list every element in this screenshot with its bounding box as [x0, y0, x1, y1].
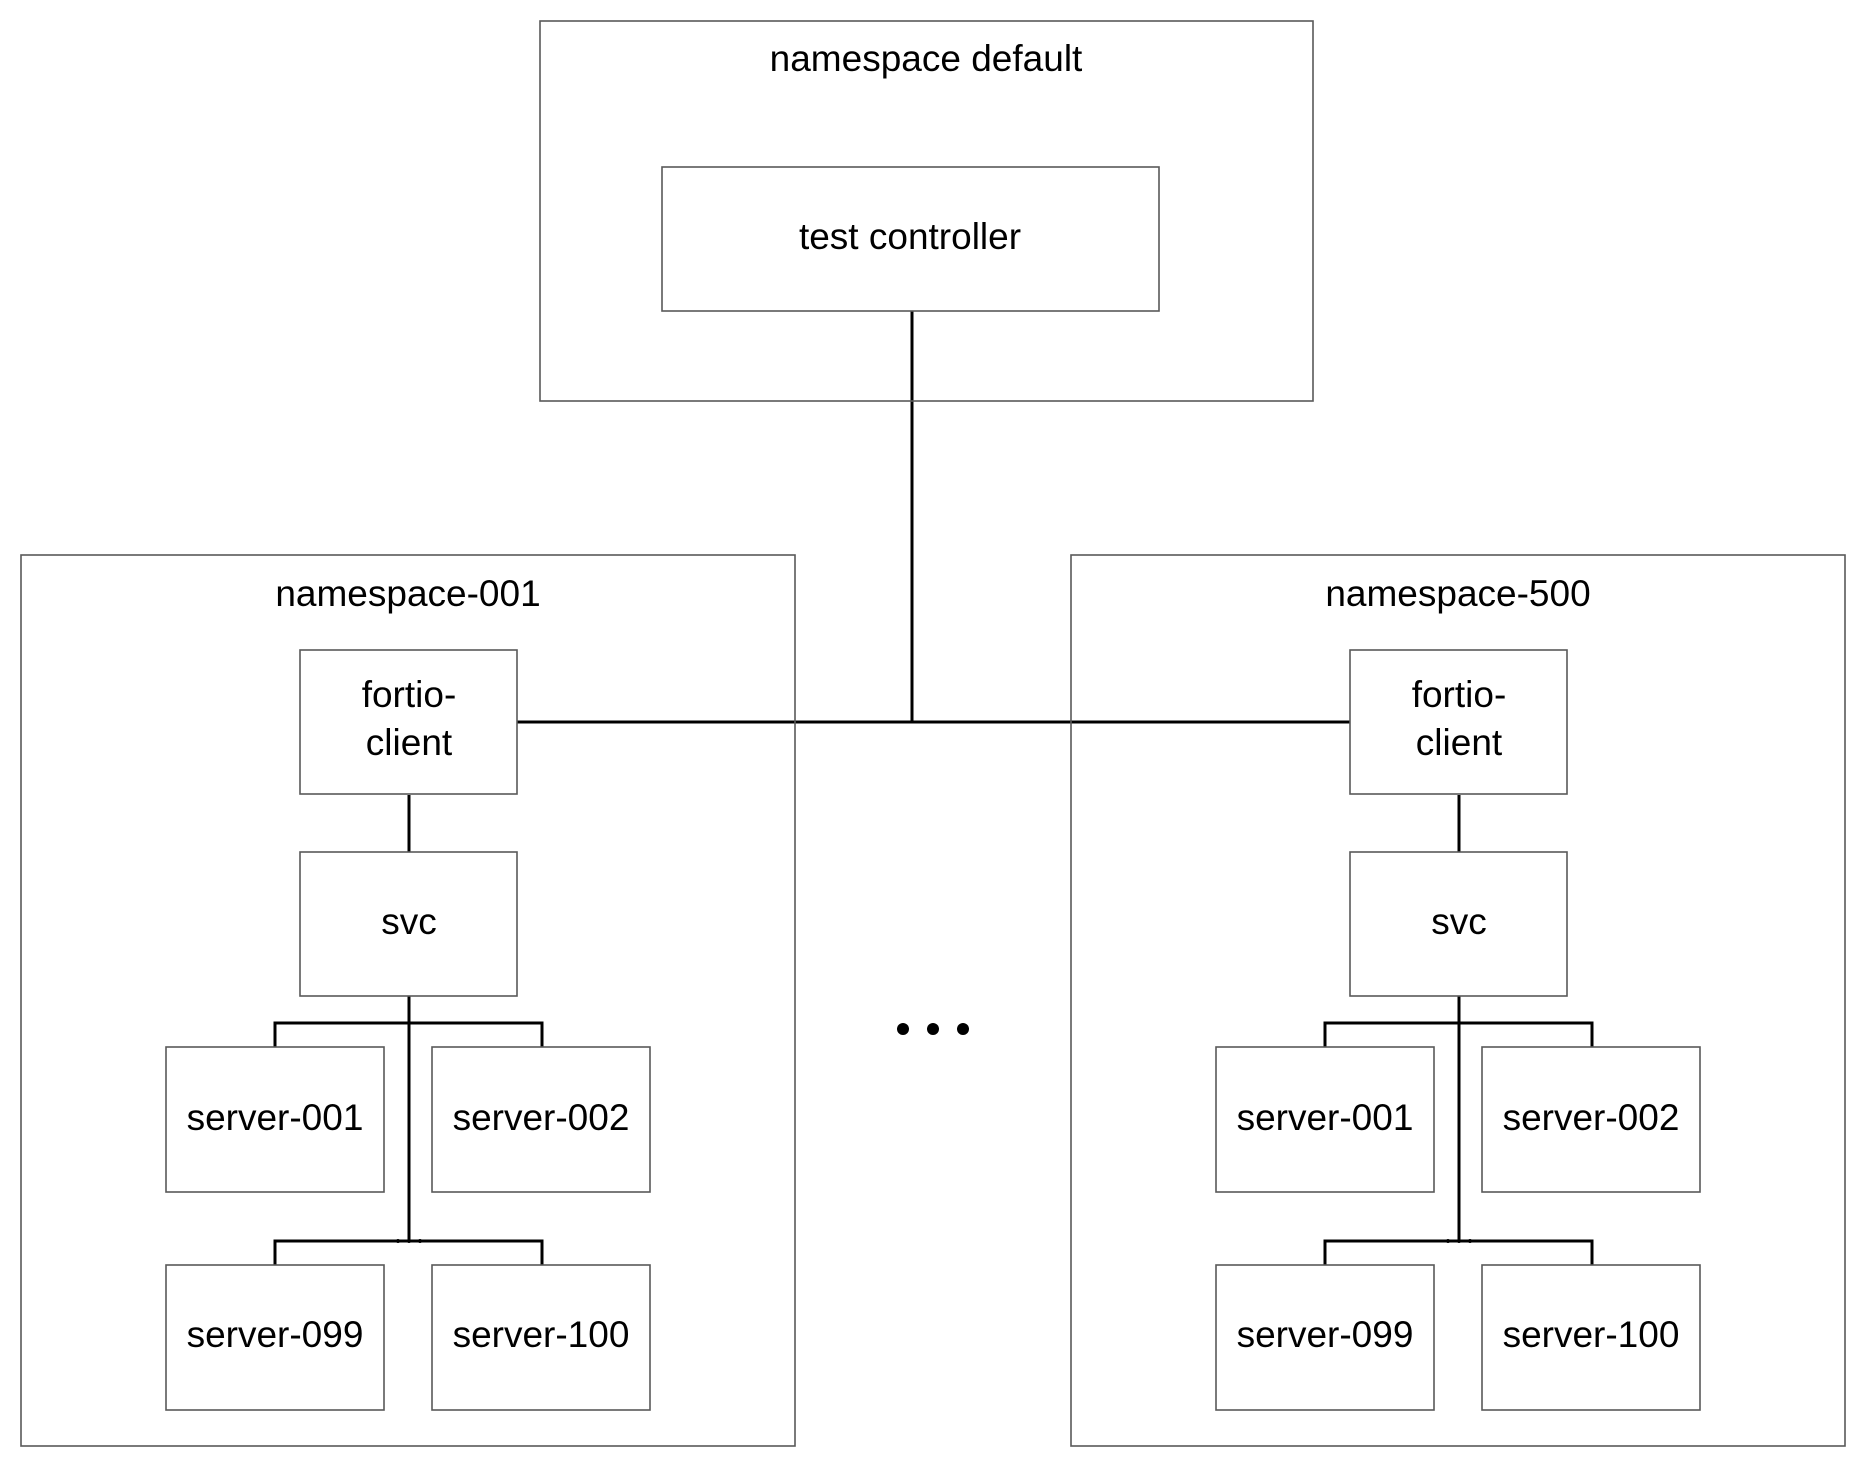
- namespace-001-title: namespace-001: [275, 573, 540, 614]
- ns001-fortio-client-label-line2: client: [366, 722, 453, 763]
- ns500-server-099-box: [1215, 1264, 1435, 1411]
- ns500-server-002-label: server-002: [1503, 1097, 1680, 1138]
- ns001-server-001-box: [165, 1046, 385, 1193]
- ns500-server-100-box: [1481, 1264, 1701, 1411]
- ns500-server-100-label: server-100: [1503, 1314, 1680, 1355]
- ns500-top-servers-bracket: [1323, 1021, 1594, 1047]
- ns500-server-002-box: [1481, 1046, 1701, 1193]
- ns500-svc-label: svc: [1431, 901, 1487, 942]
- namespaces-ellipsis: [897, 1023, 969, 1035]
- ns500-server-001-label: server-001: [1237, 1097, 1414, 1138]
- namespace-default-group: namespace default test controller: [539, 20, 1314, 402]
- ns001-svc-box: [299, 851, 518, 997]
- ns001-top-servers-bracket: [273, 1021, 544, 1047]
- ns500-fortio-client-box: [1349, 649, 1568, 795]
- ns500-fortio-client-label-line1: fortio-: [1412, 674, 1507, 715]
- namespace-001-group: namespace-001 fortio- client svc server-…: [20, 554, 796, 1447]
- ns001-server-099-label: server-099: [187, 1314, 364, 1355]
- ns001-fortio-client-box: [299, 649, 518, 795]
- test-controller-box: [661, 166, 1160, 312]
- ns001-ellipsis: [396, 1239, 422, 1243]
- ns001-server-002-label: server-002: [453, 1097, 630, 1138]
- namespace-500-box: [1070, 554, 1846, 1447]
- ns001-server-100-box: [431, 1264, 651, 1411]
- ns001-svc-label: svc: [381, 901, 437, 942]
- ns500-fortio-client-label-line2: client: [1416, 722, 1503, 763]
- ns500-server-001-box: [1215, 1046, 1435, 1193]
- ns001-server-099-box: [165, 1264, 385, 1411]
- namespace-default-title: namespace default: [770, 38, 1083, 79]
- ns001-fortio-client-label-line1: fortio-: [362, 674, 457, 715]
- namespace-500-group: namespace-500 fortio- client svc server-…: [1070, 554, 1846, 1447]
- ns500-svc-box: [1349, 851, 1568, 997]
- namespace-default-box: [539, 20, 1314, 402]
- ns001-server-001-label: server-001: [187, 1097, 364, 1138]
- ns001-bottom-servers-bracket: [273, 1239, 544, 1265]
- namespace-500-title: namespace-500: [1325, 573, 1590, 614]
- ns500-server-099-label: server-099: [1237, 1314, 1414, 1355]
- ns500-bottom-servers-bracket: [1323, 1239, 1594, 1265]
- test-controller-label: test controller: [799, 216, 1021, 257]
- ns001-server-100-label: server-100: [453, 1314, 630, 1355]
- namespace-001-box: [20, 554, 796, 1447]
- ns500-ellipsis: [1446, 1239, 1472, 1243]
- ns001-server-002-box: [431, 1046, 651, 1193]
